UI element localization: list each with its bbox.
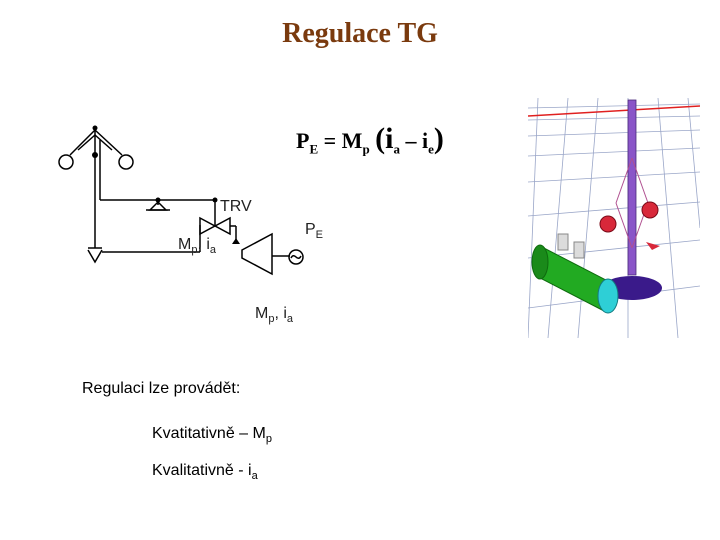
flyball-3d-right — [641, 201, 659, 219]
generator-symbol — [288, 249, 304, 265]
horizon-line — [528, 105, 700, 117]
regulation-item-qualitative: Kvalitativně - ia — [152, 462, 258, 483]
flyball-3d-left — [599, 215, 617, 233]
power-formula: PE = Mp (ia – ie) — [296, 122, 444, 157]
governor-3d-render — [528, 98, 700, 338]
label-mp-ia-outlet: Mp, ia — [255, 305, 294, 326]
regulation-heading: Regulaci lze provádět: — [82, 380, 241, 397]
label-pe: PE — [305, 221, 324, 242]
governor-arm-left — [69, 129, 96, 156]
governor-arm-right — [94, 129, 123, 156]
regulation-item-quantitative: Kvatitativně – Mp — [152, 425, 272, 446]
turbine-schematic — [58, 125, 304, 276]
label-trv: TRV — [220, 198, 252, 215]
generator-3d — [531, 233, 619, 314]
turbine — [241, 232, 273, 276]
label-mp-ia-inlet: Mp, ia — [178, 236, 217, 257]
generator-cap — [597, 278, 619, 314]
flyball-left — [58, 154, 74, 170]
governor-sleeve — [92, 152, 98, 158]
flow-arrow — [232, 238, 240, 244]
page-title: Regulace TG — [282, 18, 438, 49]
trv-valve — [199, 216, 231, 236]
governor-shaft — [627, 99, 637, 276]
flyball-right — [118, 154, 134, 170]
